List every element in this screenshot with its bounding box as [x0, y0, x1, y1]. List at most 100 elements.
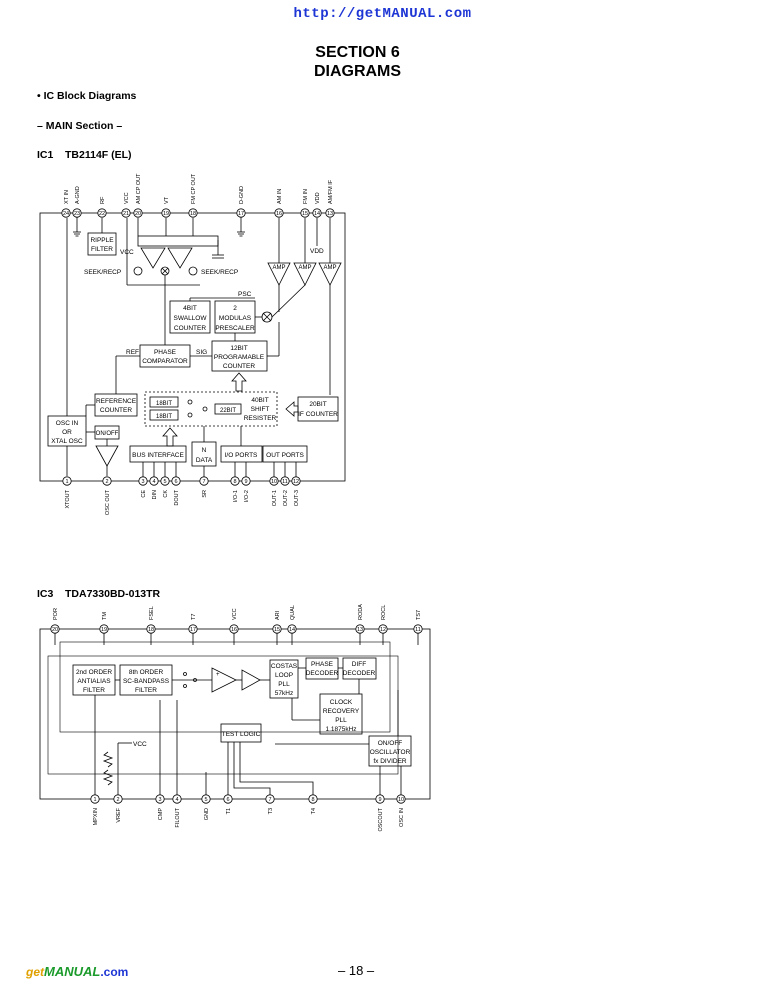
- header-url[interactable]: http://getMANUAL.com: [293, 6, 472, 22]
- shift-reg-label-2: SHIFT: [251, 406, 270, 413]
- diff-decoder-label-1: DIFF: [352, 661, 366, 668]
- ic1-pin-12-name: OUT-3: [294, 490, 300, 506]
- reg-18bit-a: 18BIT: [156, 401, 172, 407]
- ripple-filter-label-1: RIPPLE: [90, 237, 114, 244]
- osc-or-label: OR: [62, 429, 72, 436]
- ic1-pin-2-number: 2: [105, 479, 108, 485]
- ic3-pin-16-name: VCC: [232, 608, 238, 620]
- prescaler-label-1: 2: [233, 305, 237, 312]
- page-number: – 18 –: [338, 963, 375, 978]
- ic1-pin-7-number: 7: [202, 479, 205, 485]
- prog-counter-label-2: PROGRAMABLE: [214, 354, 265, 361]
- psc-label: PSC: [238, 291, 252, 298]
- ic3-pin-5-name: GND: [204, 808, 210, 820]
- ic3-pin-11-number: 11: [415, 627, 421, 633]
- osc-in-label: OSC IN: [56, 420, 79, 427]
- ic3-label: IC3 TDA7330BD-013TR: [37, 588, 161, 600]
- ic1-pin-11-number: 11: [282, 479, 288, 485]
- ic1-pin-9-name: I/O-2: [244, 490, 250, 502]
- footer-logo-com: .com: [100, 965, 129, 979]
- ic1-pin-13: [325, 208, 335, 218]
- ic3-package-outline: [39, 628, 431, 800]
- ic1-pin-5-name: CK: [163, 490, 169, 498]
- shift-reg-label-1: 40BIT: [251, 397, 268, 404]
- clock-label-3: PLL: [335, 717, 347, 724]
- ic3-pin-12-number: 12: [380, 627, 386, 633]
- ic3-pin-19-name: TM: [102, 612, 108, 620]
- xtal-osc-label: XTAL OSC: [51, 438, 83, 445]
- ic3-pin-4-name: FILOUT: [175, 807, 181, 827]
- ic1-pin-24-number: 24: [63, 211, 69, 217]
- phase-comp-label-2: COMPARATOR: [142, 358, 188, 365]
- ic3-pin-14-name: QUAL: [290, 605, 296, 620]
- reg-22bit: 22BIT: [220, 408, 236, 414]
- ic1-pin-5-number: 5: [163, 479, 166, 485]
- section-title: DIAGRAMS: [313, 63, 402, 80]
- ic3-pin-4-number: 4: [175, 797, 178, 803]
- footer-logo-manual: MANUAL: [44, 964, 101, 979]
- ic3-pin-6-name: T1: [226, 808, 232, 814]
- ic1-pin-16-name: AM IN: [277, 189, 283, 204]
- ripple-filter-label-2: FILTER: [91, 246, 113, 253]
- osc-label-3: fx DIVIDER: [373, 758, 407, 765]
- ic1-pin-19: [161, 208, 171, 218]
- ic3-pin-1-name: MPXIN: [93, 808, 99, 825]
- ic3-pin-16-number: 16: [231, 627, 237, 633]
- costas-label-4: 57kHz: [275, 690, 293, 697]
- ref-counter-label-2: COUNTER: [100, 407, 132, 414]
- ic1-vdd-label: VDD: [310, 248, 324, 255]
- ic3-pin-15-number: 15: [274, 627, 280, 633]
- ic3-pin-3-number: 3: [158, 797, 161, 803]
- test-logic-label: TEST LOGIC: [222, 731, 261, 738]
- ndata-label-1: N: [202, 447, 207, 454]
- ic1-pin-16: [274, 208, 284, 218]
- ic3-pin-7-name: T3: [268, 808, 274, 814]
- amp-if-label: AMP: [323, 265, 336, 271]
- osc-label-1: ON/OFF: [378, 740, 403, 747]
- ic1-pin-10-name: OUT-1: [272, 490, 278, 506]
- ic3-pin-14-number: 14: [289, 627, 295, 633]
- ic3-pin-3-name: CMP: [158, 808, 164, 821]
- bandpass-label-2: SC-BANDPASS: [123, 678, 170, 685]
- prescaler-label-3: PRESCALER: [215, 325, 255, 332]
- ic3-pin-13-number: 13: [357, 627, 363, 633]
- ic3-pin-17-number: 17: [190, 627, 196, 633]
- ic3-pin-19-number: 19: [101, 627, 107, 633]
- prescaler-label-2: MODULAS: [219, 315, 252, 322]
- ic1-pin-11-name: OUT-2: [283, 490, 289, 506]
- footer-logo[interactable]: getMANUAL.com: [26, 964, 128, 979]
- ic1-pin-20-number: 20: [135, 211, 141, 217]
- ic-block-diagrams-heading: • IC Block Diagrams: [37, 90, 137, 102]
- ic3-pin-18-name: FSEL: [149, 606, 155, 620]
- ic1-pin-18-name: FM CP OUT: [191, 173, 197, 204]
- osc-label-2: OSCILLATOR: [370, 749, 411, 756]
- ic1-pin-18: [188, 208, 198, 218]
- swallow-label-2: SWALLOW: [174, 315, 208, 322]
- ic1-pin-1-name: XTOUT: [65, 489, 71, 508]
- section-number: SECTION 6: [315, 44, 400, 61]
- ic3-pin-12-name: ROCL: [381, 605, 387, 620]
- ic3-pin-10-name: OSC IN: [399, 808, 405, 827]
- ic1-pin-18-number: 18: [190, 211, 196, 217]
- ic1-pin-4-number: 4: [152, 479, 155, 485]
- ic1-pin-17-name: D-GND: [239, 186, 245, 204]
- antialias-label-1: 2nd ORDER: [76, 669, 112, 676]
- bandpass-label-3: FILTER: [135, 687, 157, 694]
- ic1-pin-6-number: 6: [174, 479, 177, 485]
- ic1-pin-22-number: 22: [99, 211, 105, 217]
- ic1-pin-21-name: VCC: [124, 192, 130, 204]
- ic3-pin-5-number: 5: [204, 797, 207, 803]
- ref-label: REF: [126, 349, 139, 356]
- ic3-vcc-label: VCC: [133, 741, 147, 748]
- ic1-pin-23-name: A-GND: [75, 186, 81, 204]
- ic1-pin-15-name: FM IN: [303, 189, 309, 204]
- ic1-pin-2: [102, 476, 112, 486]
- ic1-pin-4-name: DIN: [152, 490, 158, 500]
- ic1-pin-8-name: I/O-1: [233, 490, 239, 502]
- amp-fm-label: AMP: [298, 265, 311, 271]
- clock-label-1: CLOCK: [330, 699, 353, 706]
- sig-label: SIG: [196, 349, 207, 356]
- bus-interface-label: BUS INTERFACE: [132, 452, 184, 459]
